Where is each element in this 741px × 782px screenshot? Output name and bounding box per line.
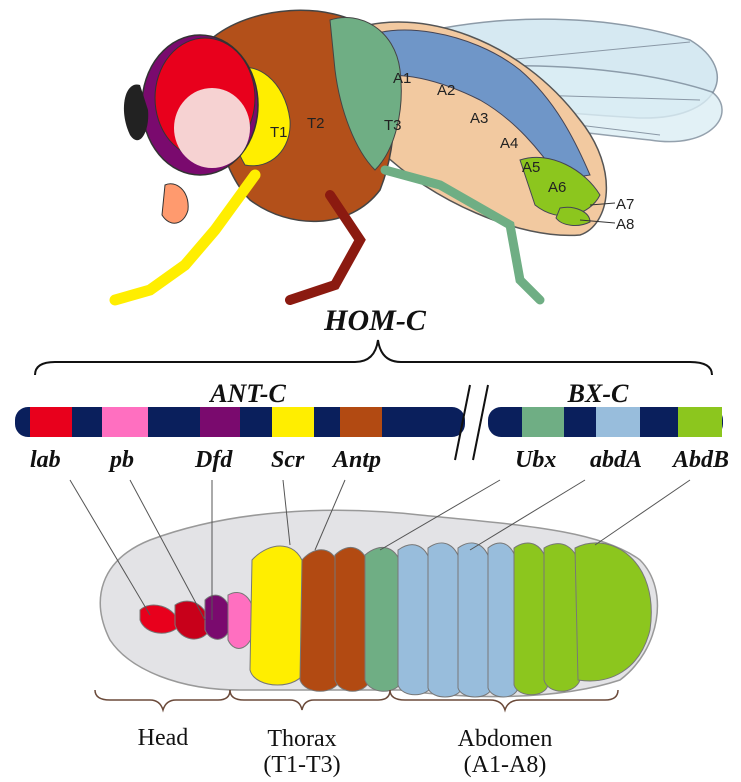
label-A3: A3 [470, 110, 488, 127]
gene-box-abda [596, 407, 640, 437]
label-T2: T2 [307, 115, 325, 132]
gene-box-ubx [522, 407, 564, 437]
gene-label-abdb: AbdB [671, 447, 729, 473]
gene-label-lab: lab [30, 447, 61, 473]
gene-label-ubx: Ubx [515, 447, 556, 473]
label-A6: A6 [548, 179, 566, 196]
embryo [100, 510, 657, 697]
label-A1: A1 [393, 70, 411, 87]
homc-title: HOM-C [323, 304, 427, 337]
region-head: Head [138, 725, 189, 751]
label-A4: A4 [500, 135, 518, 152]
homc-brace [35, 340, 712, 375]
gene-box-scr [272, 407, 314, 437]
gene-box-abdb [678, 407, 722, 437]
label-T1: T1 [270, 124, 288, 141]
gene-box-dfd [200, 407, 240, 437]
gene-label-abda: abdA [590, 447, 642, 473]
region-thorax: Thorax [267, 726, 336, 752]
region-thorax-sub: (T1-T3) [263, 752, 340, 778]
gene-label-dfd: Dfd [194, 447, 233, 473]
label-A7: A7 [616, 196, 634, 213]
region-abdomen-sub: (A1-A8) [464, 752, 547, 778]
gene-box-antp [340, 407, 382, 437]
region-abdomen: Abdomen [458, 726, 553, 752]
gene-label-pb: pb [108, 447, 134, 473]
label-A5: A5 [522, 159, 540, 176]
gene-label-scr: Scr [271, 447, 305, 473]
gene-box-lab [30, 407, 72, 437]
adult-fly [115, 10, 722, 300]
gene-label-antp: Antp [331, 447, 381, 473]
gene-box-pb [102, 407, 148, 437]
bx-c-label: BX-C [567, 379, 629, 408]
ant-c-label: ANT-C [208, 379, 286, 408]
label-T3: T3 [384, 117, 402, 134]
label-A8: A8 [616, 216, 634, 233]
label-A2: A2 [437, 82, 455, 99]
